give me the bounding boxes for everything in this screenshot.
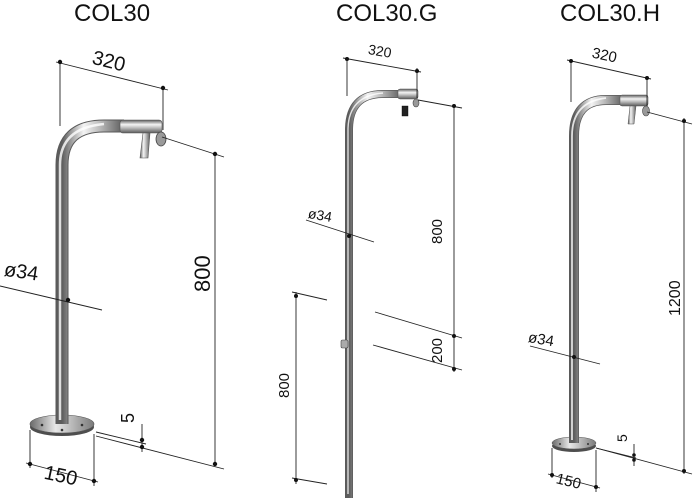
col30-fixture — [29, 119, 167, 436]
col30h-height-label: 1200 — [667, 280, 684, 316]
col30h-spout-head — [619, 94, 649, 107]
col30-base-thickness-label: 5 — [118, 413, 138, 423]
col30h-pipe — [569, 95, 624, 443]
col30-pipe — [55, 119, 124, 424]
col30h-fixture — [551, 94, 650, 452]
col30g-dimensions: 320 800 200 ø34 800 — [276, 41, 463, 485]
col30g-lower-offset-label: 200 — [429, 338, 446, 363]
col30g-diameter-label: ø34 — [307, 205, 334, 225]
col30g-ground-height-label: 800 — [276, 373, 293, 398]
product-title-col30h: COL30.H — [560, 0, 661, 27]
col30h-base-diameter-label: 150 — [554, 470, 582, 493]
col30h-dimensions: 320 1200 ø34 5 150 — [527, 45, 693, 493]
col30g-pipe — [345, 90, 402, 498]
product-title-col30g: COL30.G — [336, 0, 438, 27]
col30g-fixture — [340, 88, 420, 498]
col30g-ground-connector — [340, 339, 349, 349]
col30g-spout-head — [397, 88, 419, 100]
col30-spout-head — [119, 119, 163, 134]
col30-base-diameter-label: 150 — [42, 462, 79, 490]
col30g-spout-length-label: 320 — [367, 41, 393, 61]
product-title-col30: COL30 — [74, 0, 151, 27]
col30h-spout-length-label: 320 — [590, 45, 618, 67]
col30g-upper-height-label: 800 — [429, 219, 446, 244]
col30-dimensions: 320 800 ø34 5 150 — [0, 47, 225, 490]
col30-diameter-label: ø34 — [3, 259, 40, 286]
col30-height-label: 800 — [190, 255, 215, 292]
col30h-diameter-label: ø34 — [527, 329, 555, 350]
col30h-base-thickness-label: 5 — [614, 434, 630, 442]
